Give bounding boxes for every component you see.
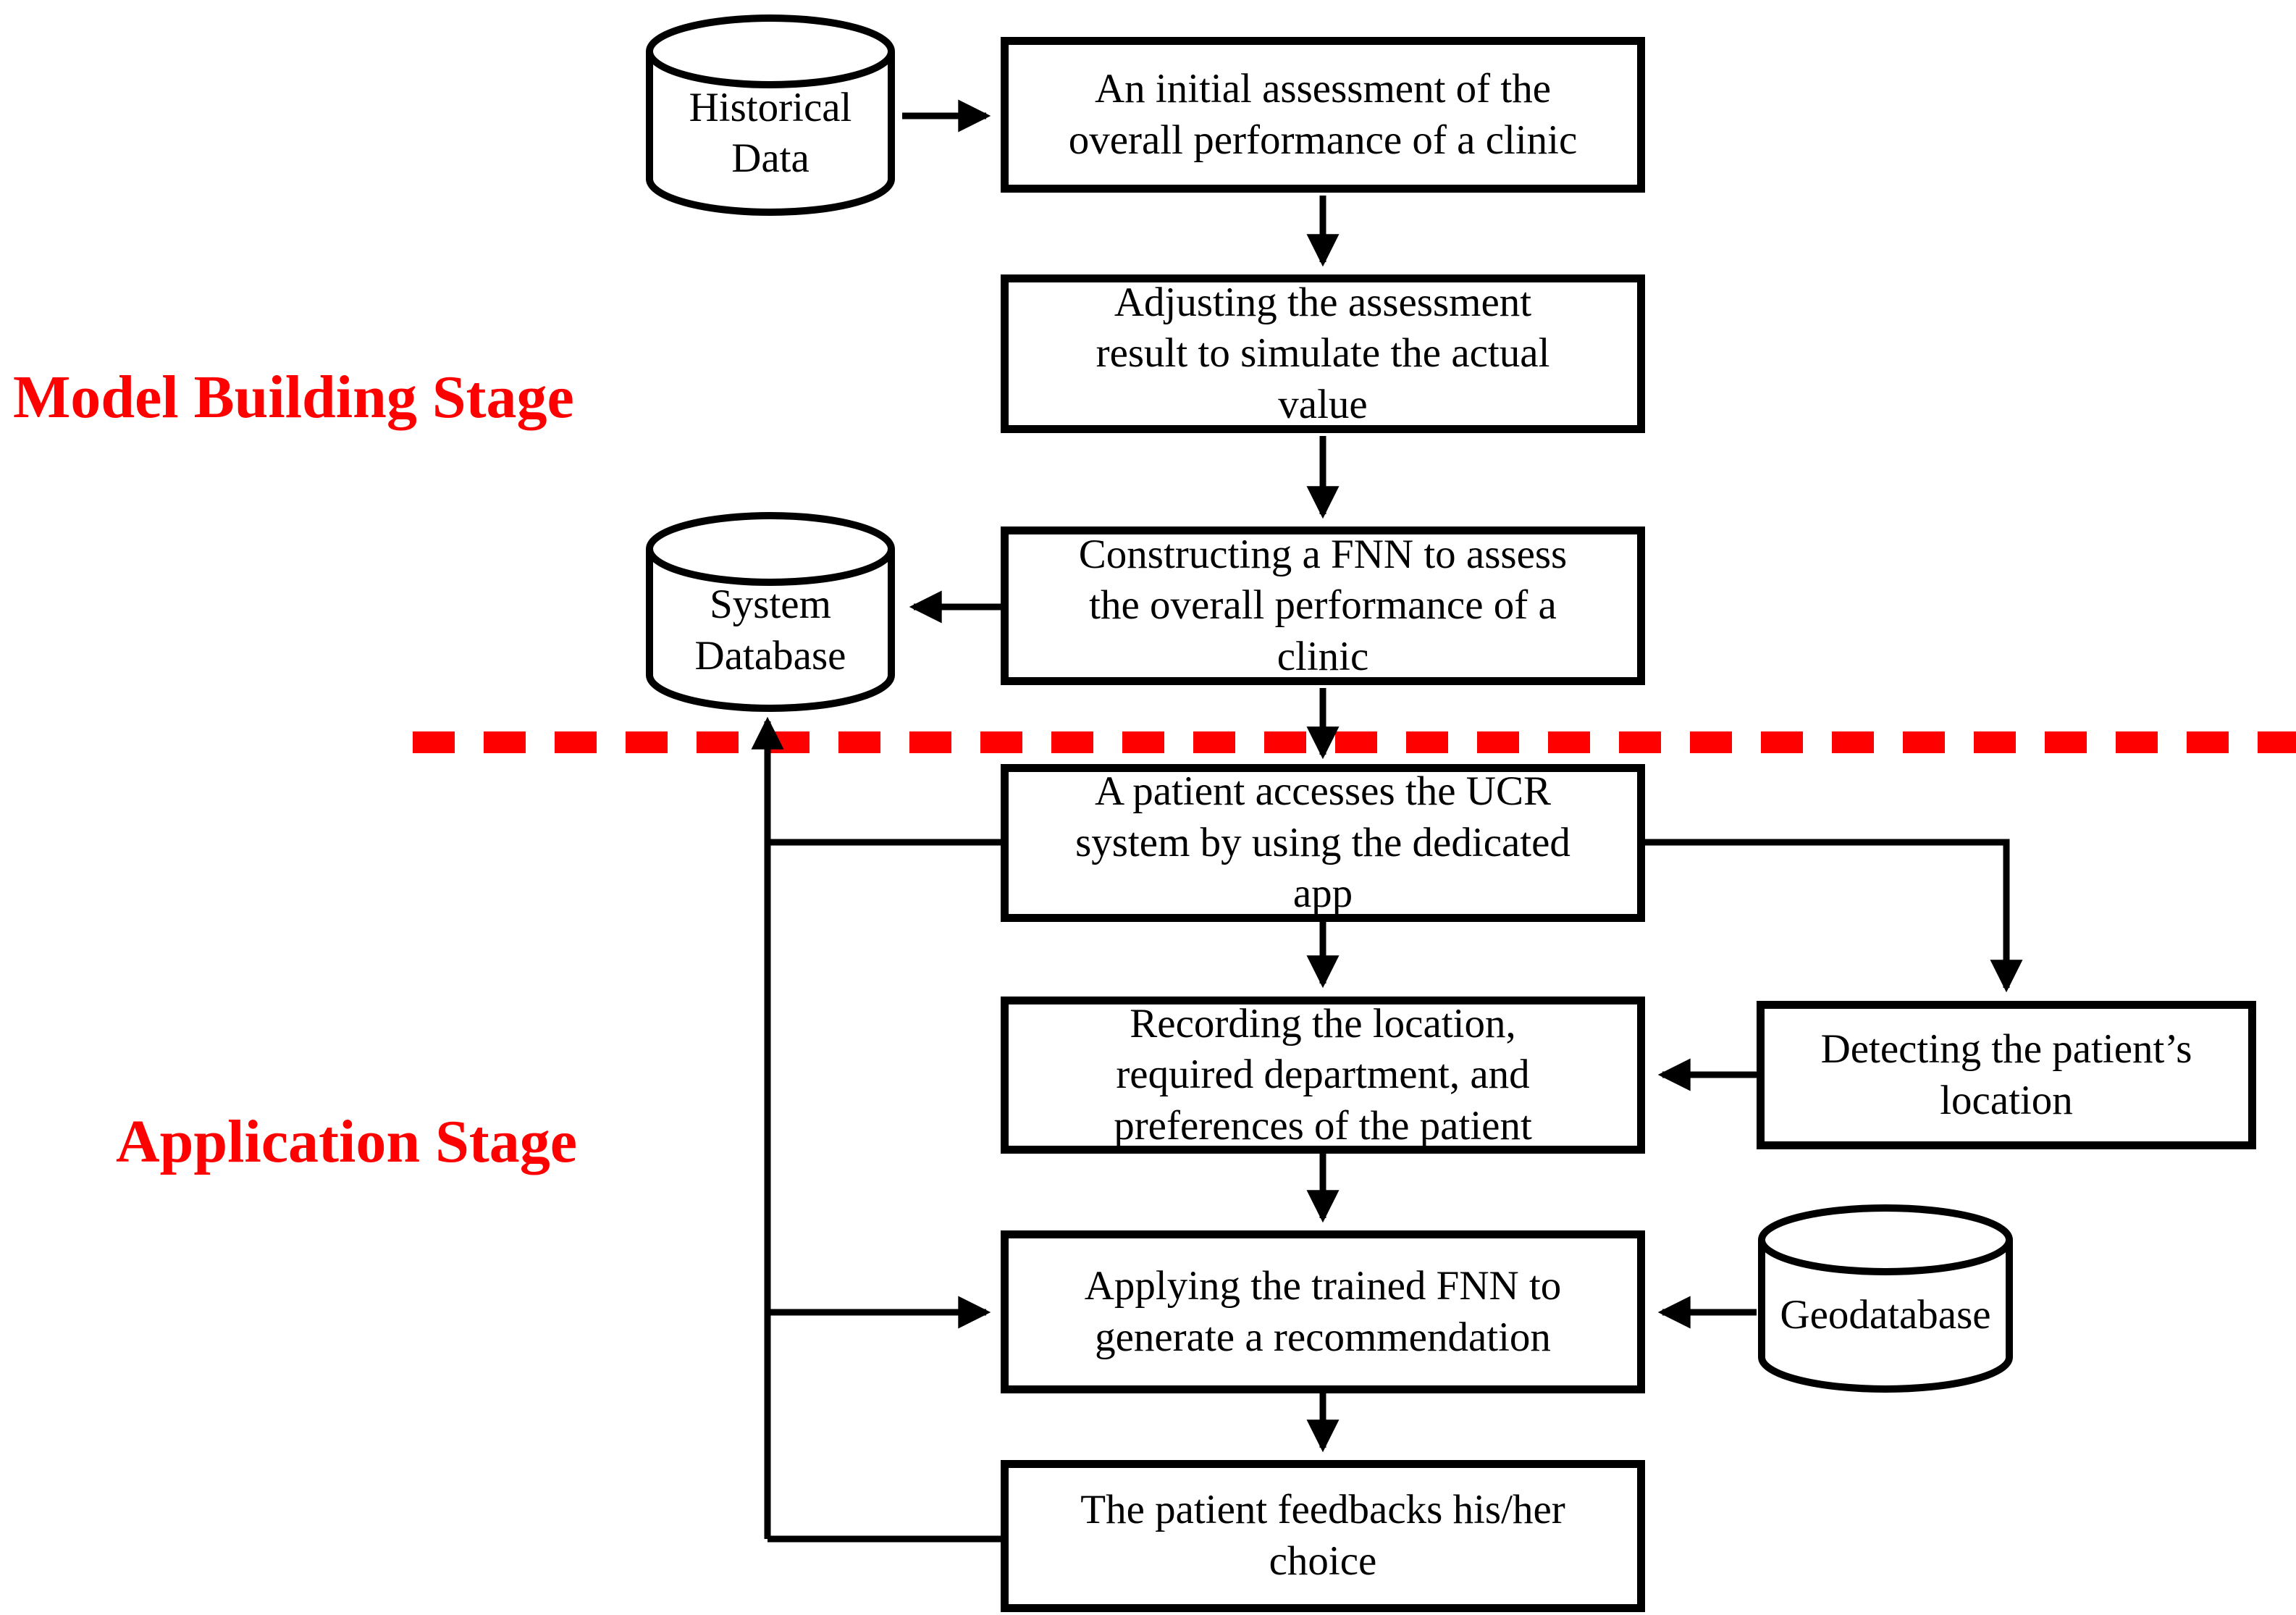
node-historical-data-database: Historical Data <box>644 13 896 217</box>
node-label: System Database <box>694 581 846 679</box>
node-detecting-location: Detecting the patient’s location <box>1757 1001 2256 1149</box>
stage-label-application: Application Stage <box>116 1108 578 1175</box>
node-patient-access: A patient accesses the UCR system by usi… <box>1001 764 1645 922</box>
arrow-patient-to-detecting <box>1645 839 2023 993</box>
node-recording-preferences: Recording the location, required departm… <box>1001 997 1645 1154</box>
node-constructing-fnn: Constructing a FNN to assess the overall… <box>1001 527 1645 685</box>
node-applying-fnn: Applying the trained FNN to generate a r… <box>1001 1230 1645 1393</box>
node-adjusting-assessment: Adjusting the assessment result to simul… <box>1001 274 1645 433</box>
node-label: Geodatabase <box>1780 1292 1991 1338</box>
node-geodatabase: Geodatabase <box>1757 1204 2014 1393</box>
node-patient-feedback: The patient feedbacks his/her choice <box>1001 1460 1645 1612</box>
node-label: Historical Data <box>689 84 852 182</box>
node-system-database: System Database <box>644 511 896 713</box>
database-cylinder-shape <box>1758 1204 2013 1393</box>
stage-label-model-building: Model Building Stage <box>13 364 574 431</box>
node-initial-assessment: An initial assessment of the overall per… <box>1001 37 1645 193</box>
database-cylinder-shape <box>646 512 895 712</box>
database-cylinder-shape <box>646 14 895 216</box>
